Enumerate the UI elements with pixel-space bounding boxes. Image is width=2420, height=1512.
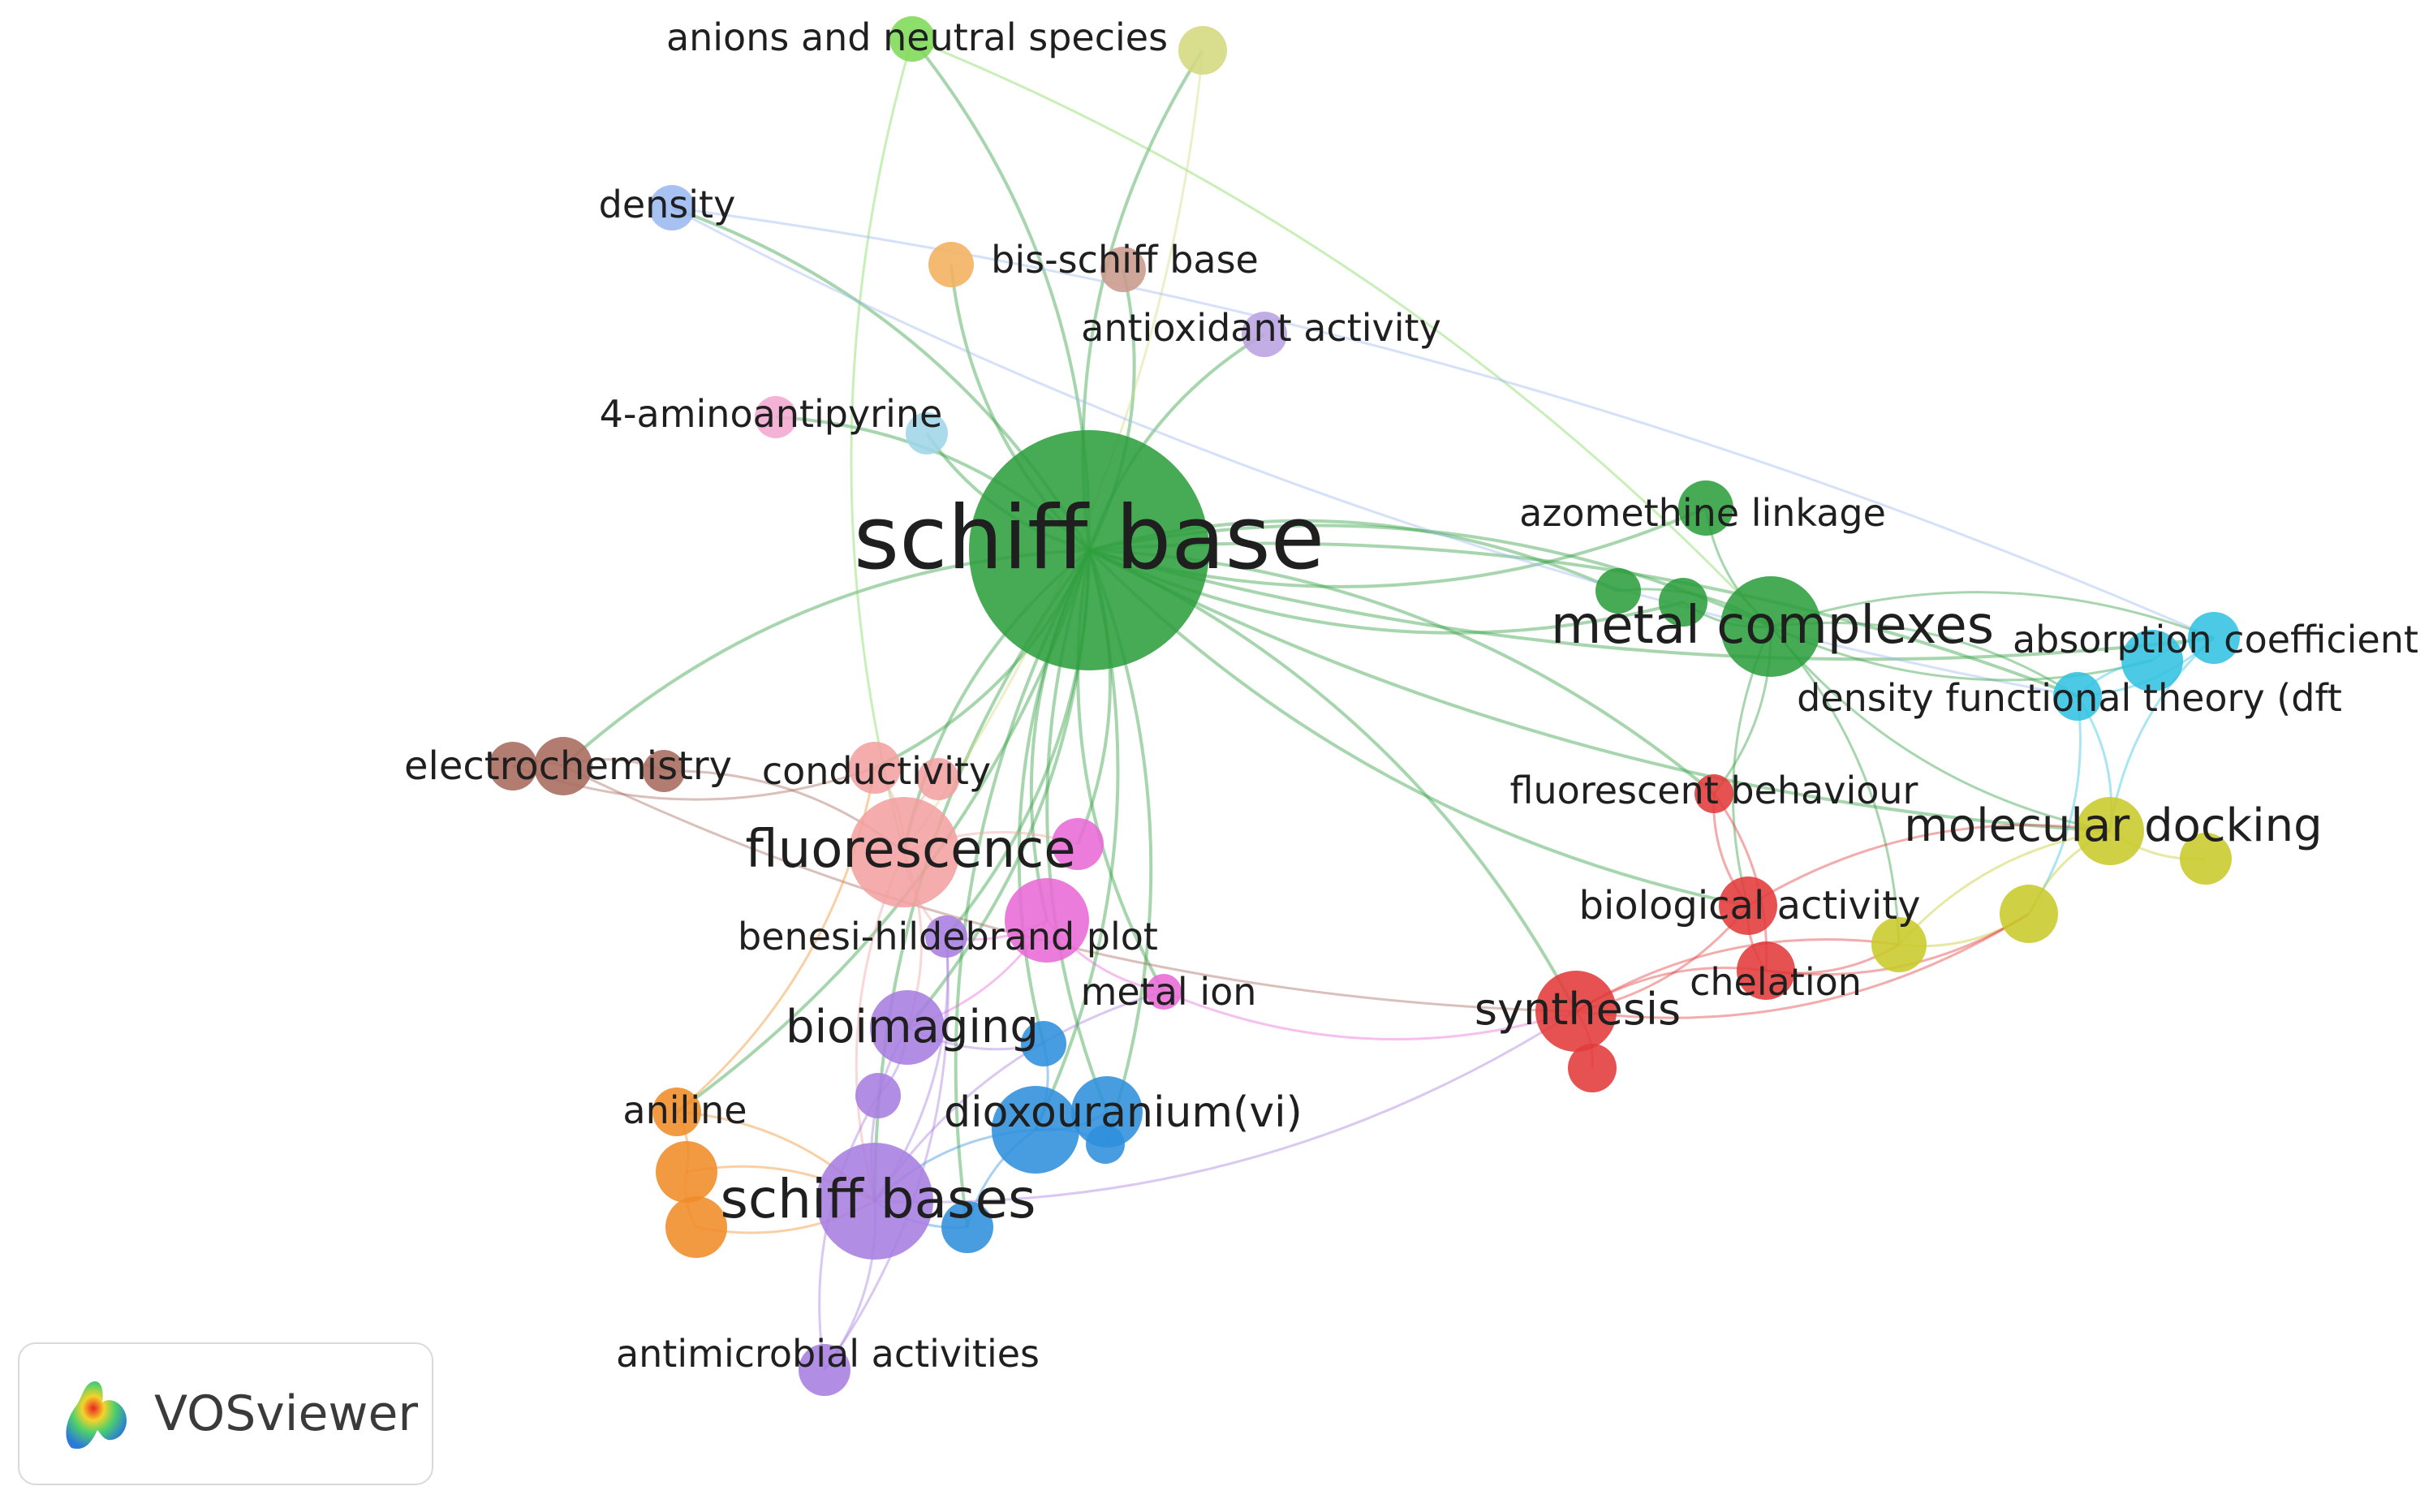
link-anions-metal_complexes [911, 37, 1772, 628]
node-orange_b[interactable] [665, 1196, 727, 1258]
node-density[interactable] [649, 185, 695, 230]
node-schiff_base[interactable] [969, 430, 1209, 670]
label-electrochemistry[interactable]: electrochemistry [404, 743, 732, 789]
label-fluorescent_behaviour[interactable]: fluorescent behaviour [1510, 769, 1918, 812]
node-cyan_small[interactable] [906, 412, 948, 454]
node-azomethine[interactable] [1678, 480, 1733, 536]
label-metal_ion[interactable]: metal ion [1081, 970, 1257, 1014]
node-magenta_a[interactable] [1052, 818, 1104, 870]
node-fluorescent_behaviour[interactable] [1694, 774, 1733, 813]
link-schiff_bases-synthesis [874, 1010, 1577, 1204]
node-salmon_b[interactable] [917, 758, 959, 800]
node-synthesis[interactable] [1535, 971, 1617, 1052]
label-conductivity[interactable]: conductivity [762, 749, 991, 793]
label-dft[interactable]: density functional theory (dft [1797, 676, 2342, 720]
label-benesi[interactable]: benesi-hildebrand plot [738, 915, 1158, 958]
vosviewer-badge: VOSviewer [18, 1342, 433, 1485]
node-purple_a[interactable] [855, 1073, 901, 1118]
node-conductivity[interactable] [849, 742, 901, 794]
node-blue_c[interactable] [1086, 1125, 1125, 1164]
node-biological_activity[interactable] [1719, 877, 1777, 935]
label-azomethine[interactable]: azomethine linkage [1519, 491, 1886, 535]
label-aminoantipyrine[interactable]: 4-aminoantipyrine [600, 392, 943, 436]
node-schiff_bases[interactable] [816, 1143, 933, 1260]
node-cyan_mid[interactable] [2121, 630, 2183, 691]
node-red_a[interactable] [1568, 1044, 1617, 1092]
link-benesi-antimicrobial [823, 936, 949, 1371]
node-molecular_docking[interactable] [2076, 797, 2144, 865]
link-density-absorption [671, 206, 2215, 640]
nodes-layer [489, 16, 2240, 1396]
link-density-dft [671, 206, 2078, 698]
node-aniline[interactable] [652, 1088, 701, 1136]
label-schiff_base[interactable]: schiff base [854, 488, 1324, 589]
node-yellow_c[interactable] [2180, 833, 2232, 885]
label-metal_complexes[interactable]: metal complexes [1551, 596, 1994, 656]
labels-layer: schiff base anions and neutral species den… [404, 15, 2418, 1376]
node-green_a[interactable] [1595, 568, 1641, 614]
node-green_b[interactable] [1659, 578, 1707, 627]
link-metal_ion-synthesis [1163, 990, 1577, 1040]
label-anions[interactable]: anions and neutral species [666, 15, 1168, 59]
label-synthesis[interactable]: synthesis [1475, 984, 1681, 1035]
link-synthesis-yellow_b [1575, 912, 2030, 1019]
link-anions-fluorescence [850, 38, 914, 853]
label-fluorescence[interactable]: fluorescence [745, 820, 1075, 880]
node-brown_a[interactable] [489, 742, 537, 790]
node-khaki_top[interactable] [1178, 26, 1227, 75]
node-antimicrobial[interactable] [799, 1344, 850, 1396]
node-yellow_b[interactable] [2000, 885, 2058, 943]
link-metal_complexes-molecular_docking [1769, 626, 2111, 833]
link-dft-yellow_b [2027, 696, 2082, 915]
node-aminoantipyrine[interactable] [755, 396, 797, 438]
node-blue_b[interactable] [1071, 1076, 1143, 1148]
node-absorption[interactable] [2188, 612, 2240, 664]
label-antimicrobial[interactable]: antimicrobial activities [616, 1332, 1040, 1376]
node-magenta_b[interactable] [1005, 878, 1089, 963]
label-absorption[interactable]: absorption coefficient [2013, 618, 2418, 661]
label-biological_activity[interactable]: biological activity [1578, 883, 1920, 928]
node-blue_d[interactable] [941, 1201, 993, 1253]
link-synthesis-yellow_a [1575, 938, 1900, 1013]
node-blue_a[interactable] [1021, 1021, 1066, 1066]
link-biological_activity-molecular_docking [1747, 824, 2111, 907]
link-metal_complexes-cyan_mid [1770, 625, 2153, 682]
label-schiff_bases[interactable]: schiff bases [720, 1168, 1036, 1230]
vosviewer-logo-icon [66, 1381, 127, 1450]
node-dioxouranium[interactable] [992, 1086, 1079, 1174]
link-schiff_base-absorption [1088, 549, 2215, 661]
node-benesi[interactable] [925, 915, 967, 958]
node-bis_schiff[interactable] [1100, 247, 1146, 292]
label-bis_schiff[interactable]: bis-schiff base [991, 238, 1259, 282]
label-dioxouranium[interactable]: dioxouranium(vi) [944, 1088, 1303, 1137]
node-dft[interactable] [2053, 672, 2102, 721]
node-anions[interactable] [889, 16, 935, 62]
link-schiff_base-molecular_docking [1088, 549, 2111, 833]
node-electrochemistry[interactable] [534, 737, 592, 795]
link-schiff_base-dft [1088, 541, 2078, 698]
node-fluorescence[interactable] [849, 797, 959, 907]
label-aniline[interactable]: aniline [622, 1088, 747, 1132]
label-antioxidant[interactable]: antioxidant activity [1081, 306, 1441, 350]
label-molecular_docking[interactable]: molecular docking [1904, 799, 2322, 852]
node-chelation[interactable] [1737, 941, 1795, 1000]
vosviewer-brand-text: VOSviewer [154, 1385, 419, 1442]
node-bioimaging[interactable] [870, 990, 945, 1065]
node-brown_b[interactable] [643, 750, 685, 792]
node-metal_complexes[interactable] [1720, 576, 1821, 677]
node-yellow_a[interactable] [1871, 917, 1927, 972]
node-orange_a[interactable] [656, 1141, 717, 1203]
label-chelation[interactable]: chelation [1690, 960, 1862, 1004]
node-metal_ion[interactable] [1146, 974, 1182, 1010]
node-antioxidant[interactable] [1242, 312, 1287, 357]
node-orange_top[interactable] [928, 242, 974, 287]
label-bioimaging[interactable]: bioimaging [786, 1001, 1039, 1053]
label-density[interactable]: density [599, 183, 736, 226]
link-metal_complexes-absorption [1770, 591, 2215, 640]
